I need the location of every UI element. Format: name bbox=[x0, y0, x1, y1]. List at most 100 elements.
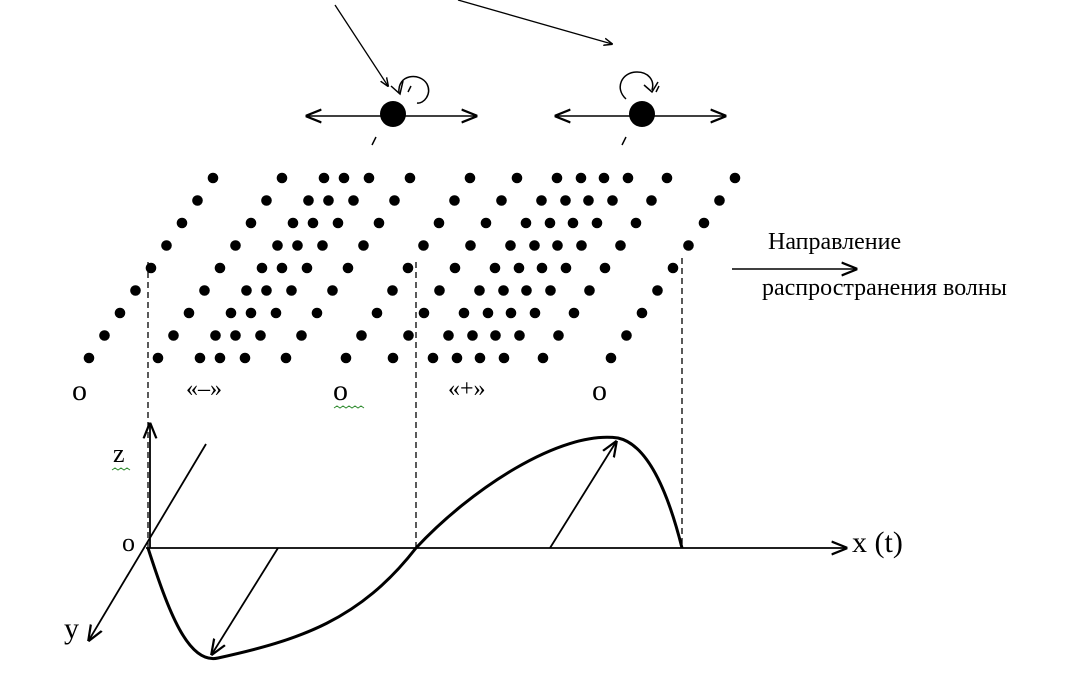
lattice-particle bbox=[615, 240, 626, 251]
lattice-particle bbox=[568, 307, 580, 319]
lattice-particle bbox=[214, 262, 226, 274]
lattice-particle bbox=[311, 307, 323, 319]
lattice-particle bbox=[210, 330, 221, 341]
lattice-particle bbox=[356, 330, 367, 341]
lattice-particle bbox=[307, 217, 319, 229]
lattice-particle bbox=[332, 217, 344, 229]
lattice-particle bbox=[621, 330, 632, 341]
lattice-particle bbox=[276, 262, 288, 274]
spin-axis-tick bbox=[655, 85, 660, 93]
lattice-particle bbox=[458, 307, 470, 319]
lattice-particle bbox=[327, 285, 338, 296]
lattice-particle bbox=[560, 262, 572, 274]
lattice-particle bbox=[276, 172, 288, 184]
lattice-particle bbox=[545, 285, 556, 296]
spellcheck-underline bbox=[111, 467, 131, 471]
lattice-particle bbox=[630, 217, 642, 229]
rotating-particle-left bbox=[307, 75, 476, 146]
lattice-particle bbox=[449, 262, 461, 274]
lattice-particle bbox=[513, 262, 525, 274]
particle-dot bbox=[629, 101, 655, 127]
y-axis bbox=[89, 443, 207, 640]
lattice-particle bbox=[286, 285, 297, 296]
lattice-particle bbox=[646, 195, 657, 206]
lattice-particle bbox=[433, 217, 445, 229]
lattice-particle bbox=[340, 352, 352, 364]
lattice-particle bbox=[480, 217, 492, 229]
pointer-line-left bbox=[334, 4, 388, 86]
lattice-particle bbox=[567, 217, 579, 229]
lattice-particle bbox=[270, 307, 282, 319]
lattice-particle bbox=[536, 262, 548, 274]
node-label-left: о bbox=[72, 374, 87, 407]
lattice-particle bbox=[584, 285, 595, 296]
lattice-particle bbox=[464, 172, 476, 184]
lattice-particle bbox=[318, 172, 330, 184]
lattice-particle bbox=[403, 330, 414, 341]
lattice-particle bbox=[652, 285, 663, 296]
particle-lattice bbox=[83, 172, 741, 364]
lattice-particle bbox=[114, 307, 126, 319]
lattice-particle bbox=[183, 307, 195, 319]
direction-label-line2: распространения волны bbox=[762, 275, 1007, 301]
lattice-particle bbox=[714, 195, 725, 206]
lattice-particle bbox=[575, 172, 587, 184]
lattice-particle bbox=[371, 307, 383, 319]
lattice-particle bbox=[296, 330, 307, 341]
lattice-particle bbox=[553, 330, 564, 341]
lattice-particle bbox=[207, 172, 219, 184]
lattice-particle bbox=[482, 307, 494, 319]
lattice-particle bbox=[552, 240, 563, 251]
lattice-particle bbox=[161, 240, 172, 251]
lattice-particle bbox=[287, 217, 299, 229]
lattice-particle bbox=[583, 195, 594, 206]
lattice-particle bbox=[537, 352, 549, 364]
lattice-particle bbox=[168, 330, 179, 341]
lattice-particle bbox=[387, 352, 399, 364]
lattice-particle bbox=[551, 172, 563, 184]
lattice-particle bbox=[145, 262, 157, 274]
lattice-particle bbox=[605, 352, 617, 364]
lattice-particle bbox=[591, 217, 603, 229]
axis-label-z: z bbox=[113, 439, 125, 468]
lattice-particle bbox=[418, 240, 429, 251]
lattice-particle bbox=[683, 240, 694, 251]
lattice-particle bbox=[245, 307, 257, 319]
lattice-particle bbox=[241, 285, 252, 296]
lattice-particle bbox=[230, 240, 241, 251]
lattice-particle bbox=[576, 240, 587, 251]
lattice-particle bbox=[560, 195, 571, 206]
lattice-particle bbox=[511, 172, 523, 184]
lattice-particle bbox=[498, 285, 509, 296]
rotation-arrow-icon bbox=[619, 71, 654, 100]
rotating-particle-right bbox=[556, 71, 725, 146]
deflection-vector-negative bbox=[212, 547, 279, 654]
lattice-particle bbox=[529, 240, 540, 251]
lattice-particle bbox=[529, 307, 541, 319]
lattice-particle bbox=[199, 285, 210, 296]
lattice-particle bbox=[607, 195, 618, 206]
spin-axis-tick bbox=[371, 136, 377, 146]
lattice-particle bbox=[387, 285, 398, 296]
lattice-particle bbox=[404, 172, 416, 184]
lattice-particle bbox=[622, 172, 634, 184]
lattice-particle bbox=[434, 285, 445, 296]
lattice-particle bbox=[402, 262, 414, 274]
spin-axis-tick bbox=[621, 136, 627, 146]
lattice-particle bbox=[505, 240, 516, 251]
lattice-particle bbox=[239, 352, 251, 364]
direction-label-line1: Направление bbox=[768, 229, 902, 255]
rotation-arrow-head bbox=[390, 80, 404, 96]
lattice-particle bbox=[292, 240, 303, 251]
rotation-arrow-icon bbox=[398, 75, 430, 104]
lattice-particle bbox=[451, 352, 463, 364]
lattice-particle bbox=[521, 285, 532, 296]
lattice-particle bbox=[467, 330, 478, 341]
lattice-particle bbox=[303, 195, 314, 206]
lattice-particle bbox=[245, 217, 257, 229]
lattice-particle bbox=[544, 217, 556, 229]
lattice-particle bbox=[490, 330, 501, 341]
lattice-particle bbox=[261, 195, 272, 206]
lattice-particle bbox=[661, 172, 673, 184]
